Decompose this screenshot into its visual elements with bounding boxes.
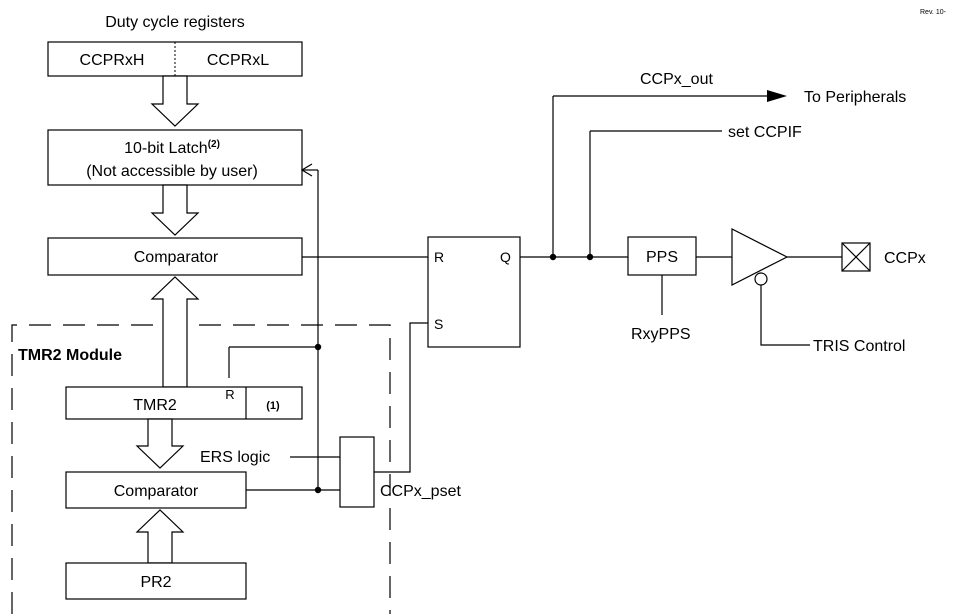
lower-comparator-box — [65, 471, 247, 509]
tmr2-label: TMR2 — [133, 397, 177, 414]
or-gate-block — [339, 436, 375, 508]
registers-to-latch-arrow — [150, 75, 200, 127]
pps-label: PPS — [646, 249, 678, 266]
output-buffer — [731, 228, 789, 286]
tmr2-box — [65, 386, 303, 420]
ccprxh-register: CCPRxH — [80, 52, 145, 69]
flip-flop-r-input: R — [434, 249, 444, 265]
pr2-box — [65, 562, 247, 600]
latch-title: 10-bit Latch(2) — [124, 139, 220, 157]
tmr2-note: (1) — [266, 400, 280, 412]
to-peripherals-label: To Peripherals — [804, 89, 906, 106]
ers-logic-label: ERS logic — [200, 449, 270, 466]
flip-flop-s-input: S — [434, 316, 443, 332]
ccpx-pin-icon — [841, 242, 871, 272]
set-ccpif-label: set CCPIF — [728, 124, 802, 141]
ccpx-out-label: CCPx_out — [640, 71, 713, 88]
reset-wiring — [228, 163, 340, 491]
junction-dot — [314, 486, 322, 494]
latch-box — [47, 129, 303, 186]
pset-wire — [374, 322, 428, 473]
tmr2-to-comparator-arrow — [150, 276, 200, 388]
pr2-to-comparator-arrow — [135, 509, 185, 564]
pr2-label: PR2 — [140, 574, 171, 591]
top-comparator-label: Comparator — [134, 249, 219, 266]
tris-control-label: TRIS Control — [813, 338, 905, 355]
tmr2-reset-pin: R — [225, 387, 234, 402]
flip-flop-q-output: Q — [500, 249, 511, 265]
rxypps-label: RxyPPS — [631, 326, 691, 343]
junction-dot — [314, 343, 322, 351]
ccprxl-register: CCPRxL — [207, 52, 269, 69]
latch-to-comparator-arrow — [150, 184, 200, 236]
tris-enable-bubble — [754, 272, 768, 286]
pps-box — [627, 236, 697, 276]
q-output-wiring — [520, 95, 772, 258]
to-peripherals-arrowhead — [767, 90, 787, 102]
duty-cycle-registers-title: Duty cycle registers — [105, 14, 245, 31]
ccpx-pset-label: CCPx_pset — [380, 483, 461, 500]
lower-comparator-label: Comparator — [114, 483, 199, 500]
top-comparator-box — [47, 237, 303, 276]
latch-subtitle: (Not accessible by user) — [86, 163, 258, 180]
tris-control-wire — [760, 285, 810, 346]
junction-dot — [549, 253, 557, 261]
revision-label: Rev. 10- — [920, 9, 947, 16]
tmr2-module-title: TMR2 Module — [18, 347, 122, 364]
ccpx-pin-label: CCPx — [884, 250, 926, 267]
sr-flip-flop — [427, 236, 521, 348]
tmr2-to-lower-comparator-arrow — [135, 418, 185, 469]
junction-dot — [586, 253, 594, 261]
tmr2-module-boundary — [11, 324, 391, 614]
